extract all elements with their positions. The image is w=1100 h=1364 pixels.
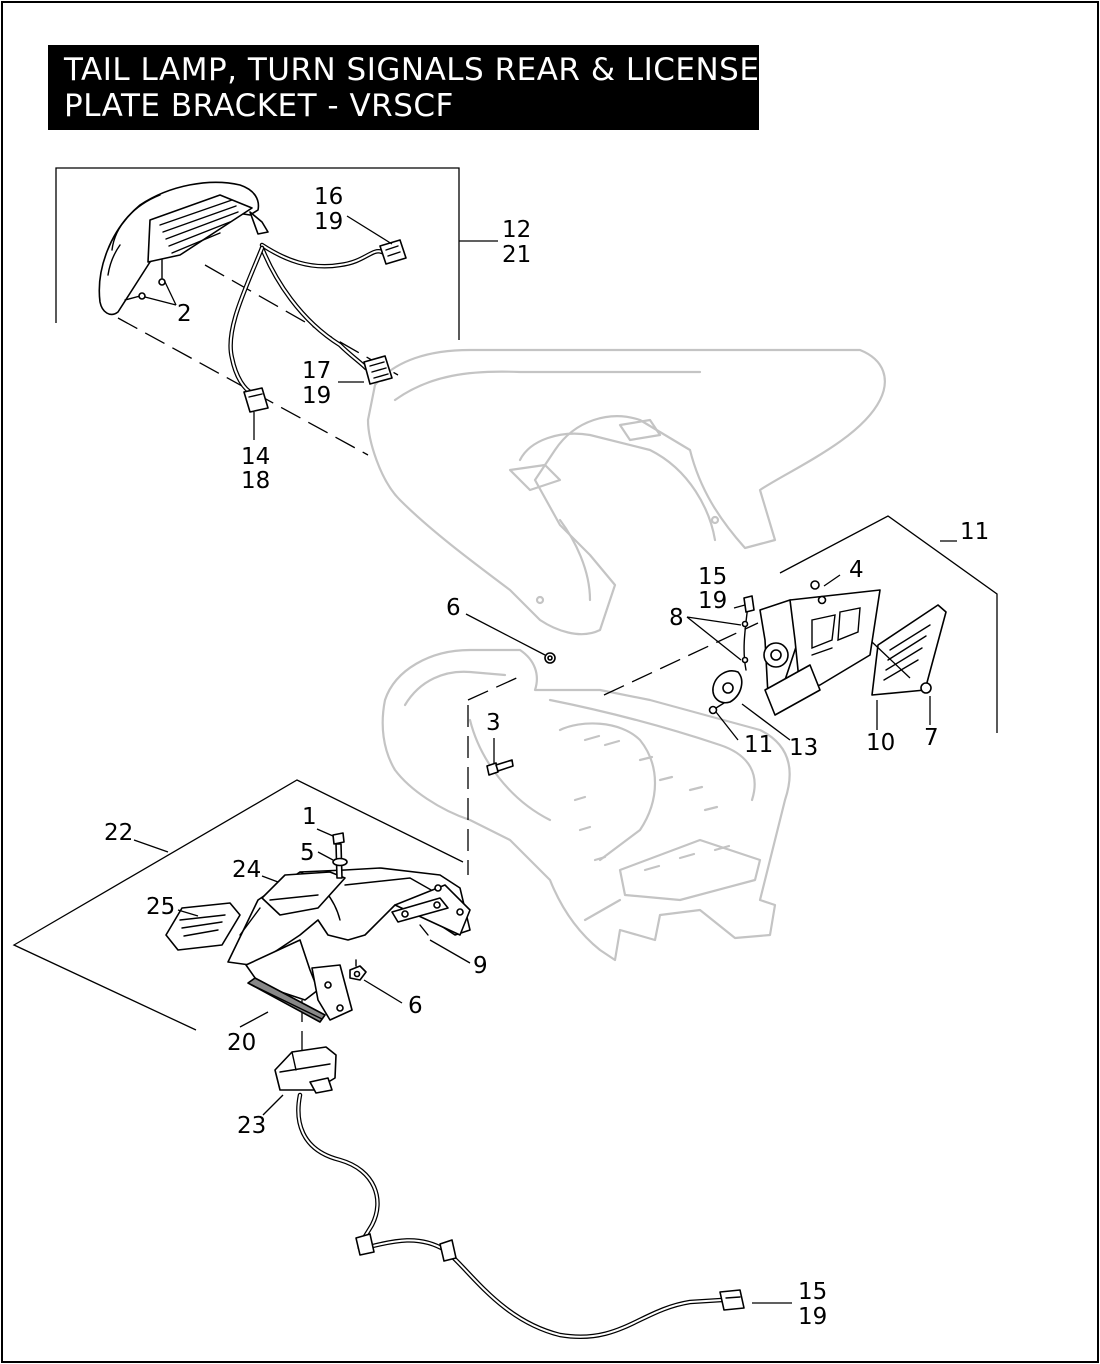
callout-labels: 16 19 12 21 2 17 19 14 18 11 15 19 4 8 6… xyxy=(104,184,989,1330)
license-lamp-harness xyxy=(296,1092,792,1339)
rear-fender-extension xyxy=(227,867,471,1021)
title-banner: TAIL LAMP, TURN SIGNALS REAR & LICENSE P… xyxy=(48,45,759,130)
mount-plate-9 xyxy=(391,897,449,936)
title-line-1: TAIL LAMP, TURN SIGNALS REAR & LICENSE xyxy=(64,52,760,88)
license-group-bracket xyxy=(779,515,998,733)
callout-20: 20 xyxy=(227,1030,256,1056)
fender-extension-group xyxy=(12,675,522,1060)
callout-12: 12 xyxy=(502,217,531,243)
callout-1: 1 xyxy=(302,804,317,830)
tail-lamp-led-grid xyxy=(159,199,239,254)
connector-14 xyxy=(243,387,269,413)
callout-25: 25 xyxy=(146,894,175,920)
callout-16: 16 xyxy=(314,184,343,210)
callout-6: 6 xyxy=(446,595,461,621)
rear-frame-outline xyxy=(381,648,791,962)
tail-lamp xyxy=(98,181,269,316)
callout-11: 11 xyxy=(960,519,989,545)
callout-15: 15 xyxy=(798,1279,827,1305)
callout-22: 22 xyxy=(104,820,133,846)
callout-24: 24 xyxy=(232,857,261,883)
tail-lamp-group-bracket xyxy=(55,167,460,340)
connector-16 xyxy=(379,239,407,265)
callout-23: 23 xyxy=(237,1113,266,1139)
callout-14: 14 xyxy=(241,444,270,470)
license-plate-bracket xyxy=(712,589,881,716)
harness-clip-1 xyxy=(355,1233,375,1256)
bracket-wire xyxy=(741,595,755,671)
callout-10: 10 xyxy=(866,730,895,756)
callout-6: 6 xyxy=(408,993,423,1019)
bracket-hardware xyxy=(708,580,932,715)
lamp-housing-24 xyxy=(261,871,346,916)
callout-7: 7 xyxy=(924,725,939,751)
connector-17 xyxy=(363,355,393,385)
reflector-20 xyxy=(247,977,326,1023)
license-plate-mount xyxy=(871,604,947,696)
tail-lamp-group xyxy=(55,167,498,456)
washer-5 xyxy=(332,857,348,867)
title-line-2: PLATE BRACKET - VRSCF xyxy=(64,88,454,124)
tail-lamp-screws xyxy=(124,259,177,306)
callout-19: 19 xyxy=(302,383,331,409)
nut-6 xyxy=(349,959,367,981)
callout-5: 5 xyxy=(300,840,315,866)
callout-11: 11 xyxy=(744,732,773,758)
callout-9: 9 xyxy=(473,953,488,979)
tail-lamp-harness xyxy=(228,239,407,413)
callout-19: 19 xyxy=(698,588,727,614)
callout-13: 13 xyxy=(789,735,818,761)
license-lamp-23 xyxy=(262,1046,337,1116)
callout-3: 3 xyxy=(486,710,501,736)
callout-18: 18 xyxy=(241,468,270,494)
callout-4: 4 xyxy=(849,557,864,583)
callout-2: 2 xyxy=(177,301,192,327)
harness-clip-2 xyxy=(439,1239,457,1262)
rear-fender-outline xyxy=(366,348,886,636)
callout-17: 17 xyxy=(302,358,331,384)
frame-slots xyxy=(573,734,731,872)
callout-8: 8 xyxy=(669,605,684,631)
frame-hardware xyxy=(465,613,556,776)
lens-25 xyxy=(165,902,241,951)
license-bracket-group xyxy=(603,515,998,741)
callout-19: 19 xyxy=(314,209,343,235)
callout-21: 21 xyxy=(502,242,531,268)
callout-19: 19 xyxy=(798,1304,827,1330)
callout-15: 15 xyxy=(698,564,727,590)
connector-15-19 xyxy=(719,1289,745,1311)
fender-group-bracket xyxy=(12,779,464,1031)
